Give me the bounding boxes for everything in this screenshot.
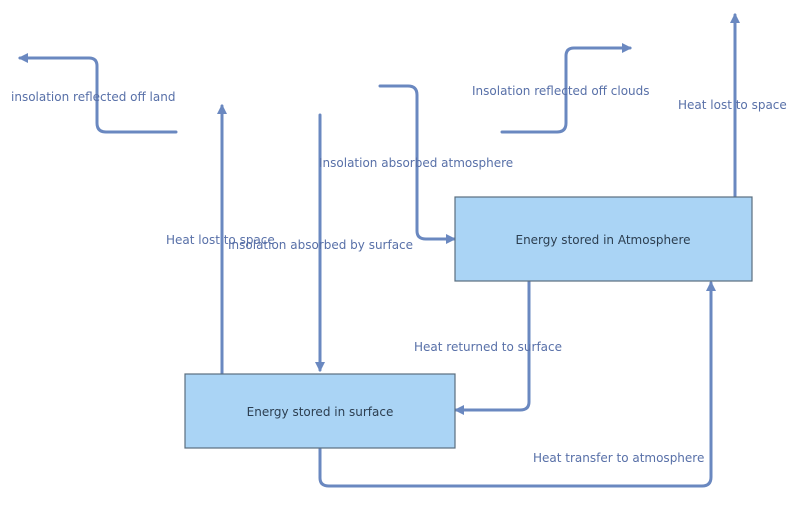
node-atmosphere[interactable]: Energy stored in Atmosphere (454, 196, 753, 282)
edge-reflected-land (18, 53, 178, 134)
node-surface[interactable]: Energy stored in surface (184, 373, 456, 449)
label-heat-returned: Heat returned to surface (414, 340, 562, 354)
label-heat-lost-atmosphere: Heat lost to space (678, 98, 787, 112)
label-reflected-land: insolation reflected off land (11, 90, 175, 104)
label-absorbed-atmosphere: Insolation absorbed atmosphere (319, 156, 513, 170)
edge-heat-returned (454, 280, 531, 415)
label-heat-transfer: Heat transfer to atmosphere (533, 451, 704, 465)
node-surface-label: Energy stored in surface (247, 405, 394, 419)
label-reflected-clouds: Insolation reflected off clouds (472, 84, 650, 98)
edge-absorbed-atmosphere (378, 84, 456, 244)
node-atmosphere-box (454, 196, 753, 282)
node-atmosphere-label: Energy stored in Atmosphere (515, 233, 690, 247)
label-absorbed-surface: Insolation absorbed by surface (228, 238, 413, 252)
edge-heat-transfer (318, 281, 716, 488)
label-heat-lost-surface: Heat lost to space (166, 233, 275, 247)
edge-reflected-clouds (500, 43, 632, 134)
node-surface-box (184, 373, 456, 449)
